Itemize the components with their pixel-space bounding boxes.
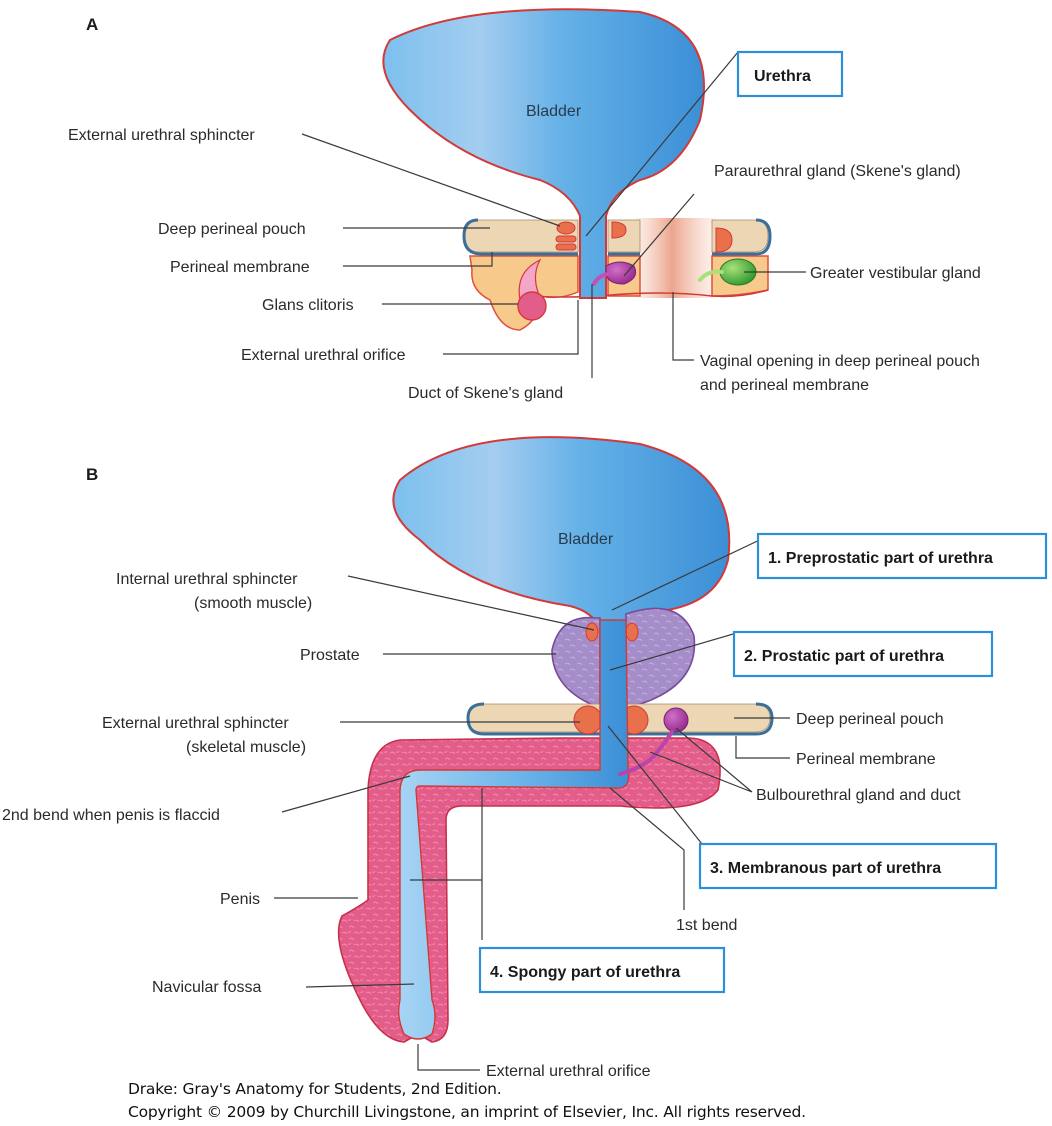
internal-urethral-sphincter-right xyxy=(625,622,639,642)
callout-membranous-text: 3. Membranous part of urethra xyxy=(710,860,941,877)
bulbourethral-duct xyxy=(618,730,674,776)
callout-preprostatic: 1. Preprostatic part of urethra xyxy=(756,532,1048,580)
external-urethral-sphincter-a xyxy=(555,221,733,253)
label-external-urethral-orifice-a: External urethral orifice xyxy=(241,347,406,364)
label-navicular-fossa: Navicular fossa xyxy=(152,979,261,996)
leader-bulbourethral xyxy=(649,727,753,793)
callout-urethra: Urethra xyxy=(736,50,844,98)
leader-navicular-fossa xyxy=(305,983,415,988)
label-bulbourethral: Bulbourethral gland and duct xyxy=(756,787,961,804)
label-paraurethral-gland: Paraurethral gland (Skene's gland) xyxy=(714,163,961,180)
glans-clitoris xyxy=(517,291,547,321)
skene-duct xyxy=(592,272,610,286)
leader-spongy xyxy=(410,788,483,940)
label-prostate: Prostate xyxy=(300,647,360,664)
credit-line-2: Copyright © 2009 by Churchill Livingston… xyxy=(128,1103,806,1121)
callout-prostatic-text: 2. Prostatic part of urethra xyxy=(744,648,944,665)
leader-internal-sphincter xyxy=(347,575,595,631)
callout-urethra-text: Urethra xyxy=(754,68,811,85)
panel-b-letter: B xyxy=(86,465,98,484)
label-penis: Penis xyxy=(220,891,260,908)
bladder-a-label: Bladder xyxy=(526,103,582,120)
leader-external-urethral-orifice-b xyxy=(417,1044,480,1071)
bladder-b-label: Bladder xyxy=(558,531,614,548)
leader-vaginal-opening xyxy=(672,292,694,361)
label-duct-of-skenes-gland: Duct of Skene's gland xyxy=(408,385,563,402)
label-perineal-membrane-b: Perineal membrane xyxy=(796,751,936,768)
label-perineal-membrane-a: Perineal membrane xyxy=(170,259,310,276)
urethra-b xyxy=(397,619,630,1040)
external-urethral-sphincter-left xyxy=(573,705,603,735)
label-glans-clitoris: Glans clitoris xyxy=(262,297,354,314)
greater-vestibular-duct xyxy=(698,269,724,282)
label-deep-perineal-pouch-b: Deep perineal pouch xyxy=(796,711,944,728)
bulbourethral-gland xyxy=(663,707,689,733)
label-first-bend: 1st bend xyxy=(676,917,737,934)
leader-prostatic xyxy=(609,631,741,671)
internal-urethral-sphincter-left xyxy=(585,622,599,642)
label-vaginal-opening-line2: and perineal membrane xyxy=(700,377,869,394)
label-external-sphincter-line1: External urethral sphincter xyxy=(102,715,289,732)
leader-external-urethral-sphincter xyxy=(301,133,561,227)
bladder-a xyxy=(382,8,705,299)
panel-a: A Bladder xyxy=(68,8,981,402)
label-deep-perineal-pouch-a: Deep perineal pouch xyxy=(158,221,306,238)
leader-external-urethral-orifice-a xyxy=(443,300,579,355)
panel-b: B Bladder xyxy=(2,436,1048,1080)
perineal-membrane-right xyxy=(712,218,772,256)
perineal-membrane-left xyxy=(462,218,578,256)
label-vaginal-opening-line1: Vaginal opening in deep perineal pouch xyxy=(700,353,980,370)
label-external-sphincter-line2: (skeletal muscle) xyxy=(186,739,306,756)
leader-urethra-a xyxy=(585,51,739,237)
credit-line-1: Drake: Gray's Anatomy for Students, 2nd … xyxy=(128,1080,502,1098)
perineal-floor-outline xyxy=(519,289,769,298)
penis-spongy-tissue xyxy=(337,737,721,1043)
callout-prostatic: 2. Prostatic part of urethra xyxy=(732,630,994,678)
panel-a-letter: A xyxy=(86,15,98,34)
leader-first-bend xyxy=(609,787,685,910)
leader-preprostatic xyxy=(611,535,769,611)
paraurethral-gland xyxy=(605,261,637,285)
callout-preprostatic-text: 1. Preprostatic part of urethra xyxy=(768,550,993,567)
label-external-urethral-orifice-b: External urethral orifice xyxy=(486,1063,651,1080)
leader-perineal-membrane-b xyxy=(735,736,790,759)
label-external-urethral-sphincter-a: External urethral sphincter xyxy=(68,127,255,144)
callout-spongy-text: 4. Spongy part of urethra xyxy=(490,964,680,981)
leader-paraurethral-gland xyxy=(623,193,695,277)
leader-perineal-membrane xyxy=(343,252,493,267)
callout-membranous: 3. Membranous part of urethra xyxy=(698,842,998,890)
vaginal-opening-region xyxy=(636,218,716,298)
label-greater-vestibular-gland: Greater vestibular gland xyxy=(810,265,981,282)
label-internal-sphincter-line2: (smooth muscle) xyxy=(194,595,312,612)
callout-spongy: 4. Spongy part of urethra xyxy=(478,946,726,994)
leader-second-bend xyxy=(281,775,411,813)
label-internal-sphincter-line1: Internal urethral sphincter xyxy=(116,571,298,588)
label-second-bend: 2nd bend when penis is flaccid xyxy=(2,807,220,824)
leader-membranous xyxy=(607,725,703,845)
